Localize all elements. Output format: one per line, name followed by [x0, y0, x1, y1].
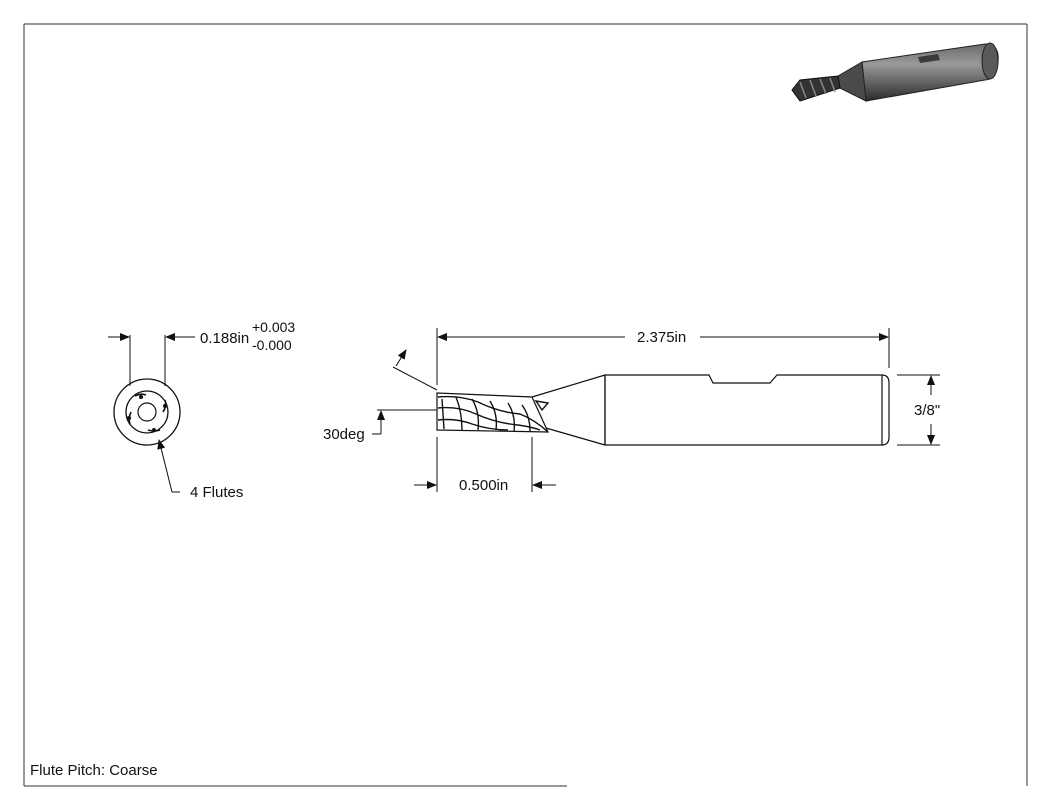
isometric-view: [791, 42, 999, 102]
overall-length-label: 2.375in: [637, 329, 686, 346]
flutes-callout: 4 Flutes: [190, 484, 243, 501]
flute-pitch-note: Flute Pitch: Coarse: [30, 762, 158, 779]
sheet-border: [23, 23, 1028, 787]
length-of-cut-label: 0.500in: [459, 477, 508, 494]
flutes-leader: [157, 439, 180, 493]
side-view: [436, 374, 890, 446]
tolerance-upper-label: +0.003: [252, 319, 295, 335]
tool-diameter-label: 0.188in: [200, 330, 249, 347]
shank-diameter-label: 3/8": [914, 402, 940, 419]
overall-length-dimension: [436, 328, 890, 385]
helix-angle-label: 30deg: [323, 426, 365, 443]
tolerance-lower-label: -0.000: [252, 337, 292, 353]
end-view: [108, 333, 195, 446]
helix-angle-dimension: [372, 349, 438, 435]
shank-diameter-dimension: [897, 374, 940, 446]
length-of-cut-dimension: [414, 437, 556, 492]
